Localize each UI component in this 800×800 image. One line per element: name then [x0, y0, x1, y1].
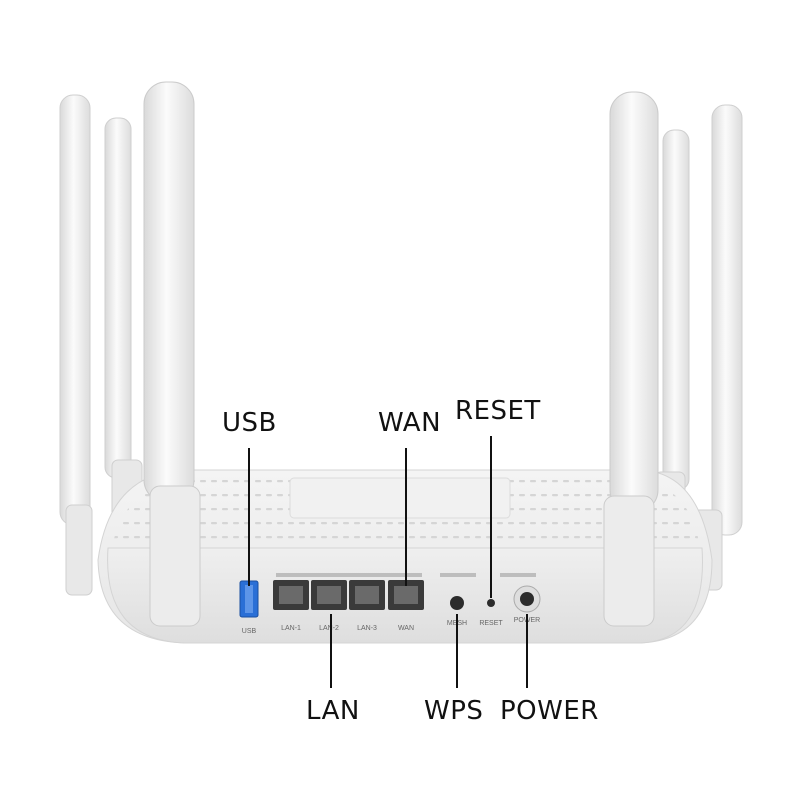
- port-label-wan: WAN: [398, 625, 414, 632]
- antenna-left-outer: [59, 94, 93, 596]
- port-label-reset: RESET: [479, 620, 503, 627]
- callout-wps: WPS: [424, 696, 484, 726]
- callout-reset: RESET: [455, 396, 541, 426]
- wan-port: [388, 580, 424, 610]
- mesh-button: [450, 596, 464, 610]
- antenna-left-front: [143, 81, 201, 627]
- power-jack: [513, 585, 541, 613]
- port-label-lan-2: LAN-2: [319, 625, 339, 632]
- lan-2-port: [311, 580, 347, 610]
- mesh-led-strip: [440, 573, 476, 577]
- power-led-strip: [500, 573, 536, 577]
- callout-usb: USB: [222, 408, 277, 438]
- reset-pinhole: [487, 599, 495, 607]
- callout-power: POWER: [500, 696, 599, 726]
- port-label-usb: USB: [242, 628, 257, 635]
- port-label-lan-3: LAN-3: [357, 625, 377, 632]
- callout-lan: LAN: [306, 696, 360, 726]
- lan-led-strip: [276, 573, 422, 577]
- lan-3-port: [349, 580, 385, 610]
- lan-1-port: [273, 580, 309, 610]
- usb-port: [239, 580, 259, 618]
- callout-wan: WAN: [378, 408, 442, 438]
- antenna-right-front: [603, 91, 659, 627]
- antenna-right-middle: [654, 129, 690, 533]
- antenna-left-middle: [104, 117, 143, 531]
- port-label-lan-1: LAN-1: [281, 625, 301, 632]
